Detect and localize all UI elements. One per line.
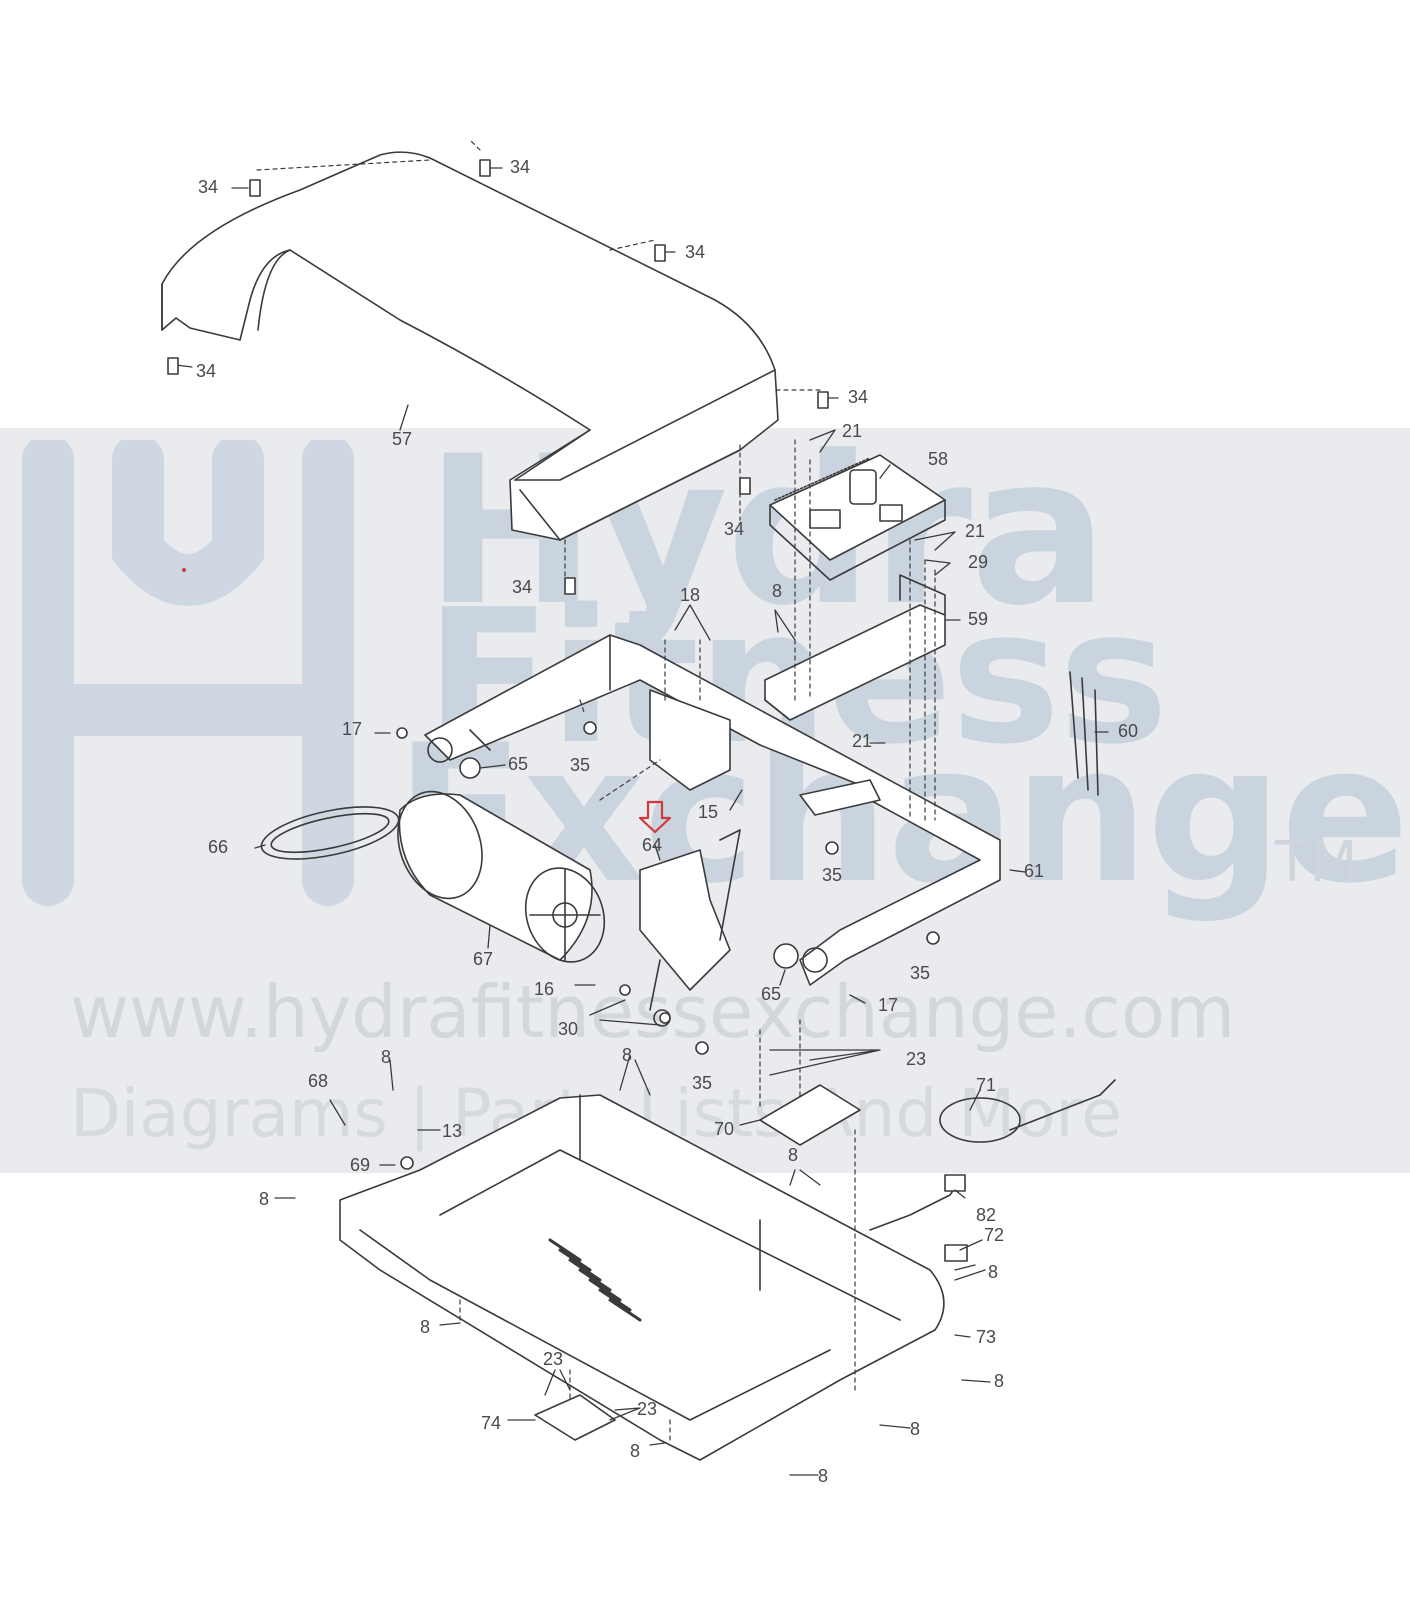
label-8: 8 [772,581,783,601]
label-30: 30 [558,1019,579,1039]
label-29: 29 [968,552,989,572]
label-35: 35 [910,963,931,983]
board-bracket [764,574,946,721]
label-61: 61 [1024,861,1045,881]
label-8: 8 [259,1189,270,1209]
label-8: 8 [818,1466,829,1486]
incline-motor [639,829,741,1027]
label-34: 34 [685,242,706,262]
label-69: 69 [350,1155,371,1175]
label-18: 18 [680,585,701,605]
base-pan [339,1094,945,1461]
watermark-url: www.hydrafitnessexchange.com [70,970,1236,1054]
label-64: 64 [642,835,663,855]
switch-icon-72 [944,1244,968,1262]
label-8: 8 [788,1145,799,1165]
watermark-logo-icon [22,440,354,906]
label-34: 34 [848,387,869,407]
label-35: 35 [570,755,591,775]
label-72: 72 [984,1225,1005,1245]
label-16: 16 [534,979,555,999]
label-70: 70 [714,1119,735,1139]
label-8: 8 [994,1371,1005,1391]
label-34: 34 [510,157,531,177]
label-8: 8 [622,1045,633,1065]
label-8: 8 [910,1419,921,1439]
power-cord [939,1079,1116,1143]
label-34: 34 [198,177,219,197]
label-65: 65 [761,984,782,1004]
label-23: 23 [906,1049,927,1069]
label-34: 34 [512,577,533,597]
highlight-arrow-icon [638,800,672,834]
motor-hood [161,151,779,541]
label-66: 66 [208,837,229,857]
label-13: 13 [442,1121,463,1141]
drive-motor [397,790,606,963]
label-35: 35 [692,1073,713,1093]
label-8: 8 [381,1047,392,1067]
roller-icon-65a [459,757,481,779]
label-35: 35 [822,865,843,885]
control-board [769,454,946,581]
drive-belt [260,806,400,860]
label-15: 15 [698,802,719,822]
label-60: 60 [1118,721,1139,741]
motor-frame [424,634,1001,986]
label-23: 23 [637,1399,658,1419]
label-8: 8 [988,1262,999,1282]
watermark-tm: TM [1275,830,1358,895]
label-65: 65 [508,754,529,774]
red-dot-icon [182,568,186,572]
label-73: 73 [976,1327,997,1347]
sensor-board [534,1394,616,1441]
label-74: 74 [481,1413,502,1433]
label-58: 58 [928,449,949,469]
label-59: 59 [968,609,989,629]
label-8: 8 [630,1441,641,1461]
label-21: 21 [852,731,873,751]
label-34: 34 [196,361,217,381]
label-34: 34 [724,519,745,539]
label-8: 8 [420,1317,431,1337]
label-68: 68 [308,1071,329,1091]
label-17: 17 [342,719,363,739]
roller-icon-65b [773,943,799,969]
cable-ties [1069,671,1099,796]
label-67: 67 [473,949,494,969]
filter-board [759,1084,861,1146]
label-82: 82 [976,1205,997,1225]
label-21: 21 [842,421,863,441]
label-71: 71 [976,1075,997,1095]
label-57: 57 [392,429,413,449]
label-21: 21 [965,521,986,541]
label-23: 23 [543,1349,564,1369]
label-17: 17 [878,995,899,1015]
